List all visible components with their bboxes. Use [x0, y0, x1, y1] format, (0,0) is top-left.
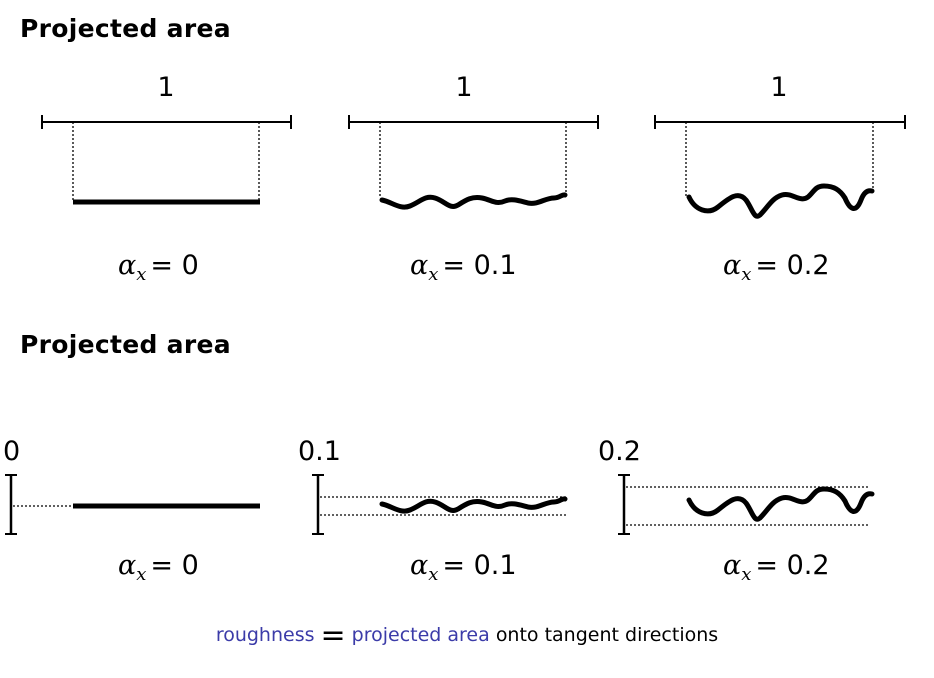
bottom-panel-alpha-0-2: 0.2 αx= 0.2 [598, 436, 875, 585]
rough-surface-high [686, 183, 875, 219]
top-panel-alpha-0-2: 1 αx= 0.2 [654, 72, 906, 285]
alpha-label: αx= 0.2 [723, 250, 830, 285]
height-label: 0.1 [298, 436, 341, 467]
bottom-panel-alpha-0-1: 0.1 αx= 0.1 [298, 436, 568, 585]
rough-surface-low [379, 192, 568, 210]
footer-rest: onto tangent directions [495, 624, 719, 646]
rough-surface-low [379, 496, 568, 514]
width-label: 1 [157, 72, 174, 103]
width-label: 1 [455, 72, 472, 103]
height-label: 0.2 [598, 436, 641, 467]
alpha-label: αx= 0.2 [723, 550, 830, 585]
alpha-label: αx= 0.1 [410, 250, 517, 285]
top-panel-alpha-0-1: 1 αx= 0.1 [348, 72, 599, 285]
top-section-title: Projected area [20, 14, 231, 43]
height-label: 0 [3, 436, 20, 467]
footer-equals: = [320, 618, 346, 653]
width-label: 1 [770, 72, 787, 103]
top-panel-alpha-0: 1 αx= 0 [41, 72, 292, 285]
bottom-panel-alpha-0: 0 αx= 0 [3, 436, 260, 585]
bottom-section-title: Projected area [20, 330, 231, 359]
roughness-definition: roughness=projected area onto tangent di… [0, 618, 934, 653]
footer-definition: projected area [351, 624, 490, 646]
alpha-label: αx= 0.1 [410, 550, 517, 585]
alpha-label: αx= 0 [118, 250, 199, 285]
rough-surface-high [686, 486, 875, 522]
footer-term: roughness [215, 624, 315, 646]
alpha-label: αx= 0 [118, 550, 199, 585]
